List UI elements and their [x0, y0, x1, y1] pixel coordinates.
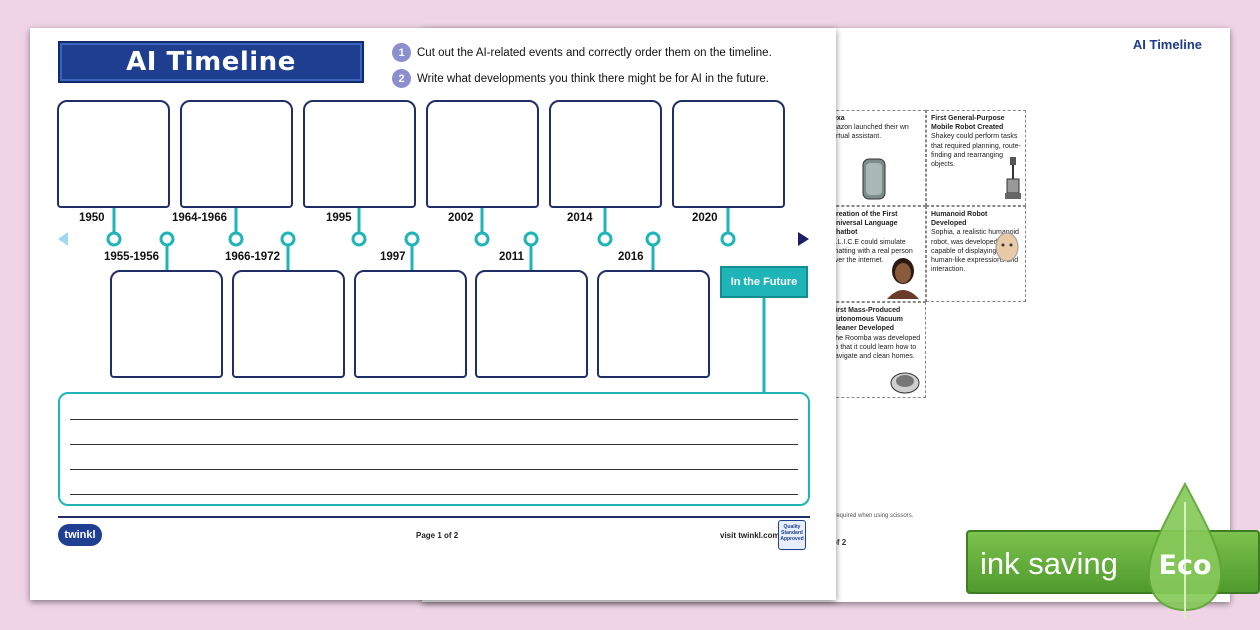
writing-line — [70, 419, 798, 420]
event-drop-box[interactable] — [354, 270, 467, 378]
leaf-icon: Eco — [1147, 482, 1223, 618]
event-drop-box[interactable] — [549, 100, 662, 208]
year-label: 2011 — [499, 251, 524, 263]
event-drop-box[interactable] — [232, 270, 345, 378]
year-label: 2020 — [692, 212, 718, 224]
shakey-robot-icon — [1005, 157, 1021, 199]
back-page-title: AI Timeline — [1132, 37, 1202, 52]
instruction-text: Cut out the AI-related events and correc… — [417, 46, 772, 59]
event-drop-box[interactable] — [110, 270, 223, 378]
year-label: 2014 — [567, 212, 593, 224]
event-drop-box[interactable] — [475, 270, 588, 378]
visit-link[interactable]: visit twinkl.com — [720, 531, 780, 540]
card-body: Shakey could perform tasks that required… — [931, 133, 1021, 169]
footer-divider — [58, 516, 810, 518]
eco-badge-text: ink saving — [980, 546, 1118, 581]
front-worksheet-page: AI Timeline 1 Cut out the AI-related eve… — [30, 28, 836, 600]
smart-speaker-icon — [862, 158, 886, 200]
card-body: A.L.I.C.E could simulate chatting with a… — [831, 238, 913, 265]
year-label: 1950 — [79, 212, 105, 224]
year-label: 1997 — [380, 251, 406, 263]
step-number-badge: 1 — [392, 43, 411, 62]
page-title: AI Timeline — [58, 41, 364, 83]
future-notes-box[interactable] — [58, 392, 810, 506]
instruction-2: 2 Write what developments you think ther… — [392, 69, 769, 88]
event-card-alice[interactable]: Creation of the First Universal Language… — [826, 206, 926, 302]
year-label: 1966-1972 — [225, 251, 280, 263]
page-number: Page 1 of 2 — [416, 531, 459, 540]
humanoid-robot-icon — [995, 232, 1019, 262]
card-title: First Mass-Produced Autonomous Vacuum Cl… — [831, 307, 903, 333]
event-drop-box[interactable] — [57, 100, 170, 208]
writing-line — [70, 469, 798, 470]
back-footer-note: ssors are required when using scissors. — [808, 513, 914, 519]
eco-label: Eco — [1159, 550, 1212, 581]
event-card-sophia[interactable]: Humanoid Robot Developed Sophia, a reali… — [926, 206, 1026, 302]
timeline — [58, 207, 809, 394]
card-body: mazon launched their wn virtual assistan… — [831, 124, 909, 141]
card-title: Humanoid Robot Developed — [931, 211, 988, 228]
card-title: First General-Purpose Mobile Robot Creat… — [931, 115, 1005, 132]
event-drop-box[interactable] — [672, 100, 785, 208]
quality-badge-icon: Quality Standard Approved — [778, 520, 806, 550]
year-label: 1964-1966 — [172, 212, 227, 224]
writing-line — [70, 494, 798, 495]
card-body: Sophia, a realistic humanoid robot, was … — [931, 229, 1019, 274]
back-page-number: of 2 — [832, 538, 847, 547]
card-body: The Roomba was developed so that it coul… — [831, 334, 921, 361]
arrow-left-icon — [58, 232, 68, 246]
twinkl-logo: twinkl — [58, 524, 102, 546]
event-drop-box[interactable] — [180, 100, 293, 208]
instruction-1: 1 Cut out the AI-related events and corr… — [392, 43, 772, 62]
card-title: lexa — [831, 115, 845, 122]
event-card-alexa[interactable]: lexa mazon launched their wn virtual ass… — [826, 110, 926, 206]
year-label: 2016 — [618, 251, 644, 263]
chatbot-avatar-icon — [887, 258, 919, 299]
future-label: In the Future — [720, 266, 808, 298]
event-drop-box[interactable] — [303, 100, 416, 208]
year-label: 1995 — [326, 212, 352, 224]
robot-vacuum-icon — [890, 372, 920, 394]
event-drop-box[interactable] — [597, 270, 710, 378]
timeline-nodes — [106, 231, 736, 247]
year-label: 2002 — [448, 212, 474, 224]
event-card-shakey[interactable]: First General-Purpose Mobile Robot Creat… — [926, 110, 1026, 206]
instruction-text: Write what developments you think there … — [417, 72, 770, 85]
step-number-badge: 2 — [392, 69, 411, 88]
arrow-right-icon — [798, 232, 809, 246]
card-title: Creation of the First Universal Language… — [831, 211, 898, 237]
event-card-roomba[interactable]: First Mass-Produced Autonomous Vacuum Cl… — [826, 302, 926, 398]
writing-line — [70, 444, 798, 445]
event-drop-box[interactable] — [426, 100, 539, 208]
year-label: 1955-1956 — [104, 251, 159, 263]
